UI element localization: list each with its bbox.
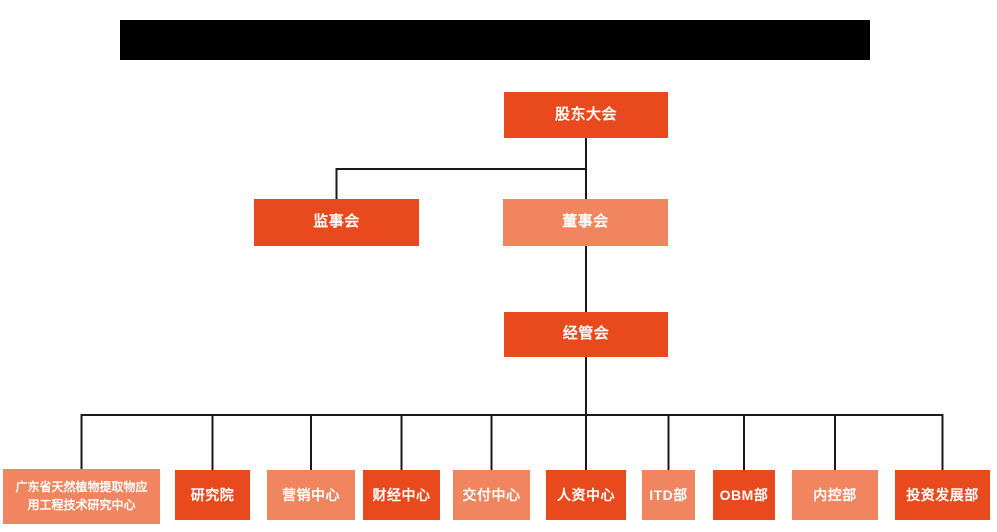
node-dept-marketing-center: 营销中心 [267, 470, 355, 520]
node-dept-delivery-center: 交付中心 [453, 470, 530, 520]
node-dept-itd: ITD部 [642, 470, 695, 520]
node-board-of-directors: 董事会 [503, 199, 668, 246]
node-dept-internal-control: 内控部 [792, 470, 878, 520]
node-dept-obm: OBM部 [713, 470, 775, 520]
redacted-title-bar [120, 20, 870, 60]
node-shareholders-meeting: 股东大会 [504, 92, 668, 138]
node-dept-research-institute: 研究院 [175, 470, 250, 520]
node-dept-guangdong-plant-extract-research-center: 广东省天然植物提取物应用工程技术研究中心 [3, 469, 160, 524]
node-management-committee: 经管会 [504, 312, 668, 357]
node-dept-finance-center: 财经中心 [363, 470, 440, 520]
node-supervisory-board: 监事会 [254, 199, 419, 246]
node-dept-investment-development: 投资发展部 [895, 470, 990, 520]
node-dept-hr-center: 人资中心 [546, 470, 626, 520]
